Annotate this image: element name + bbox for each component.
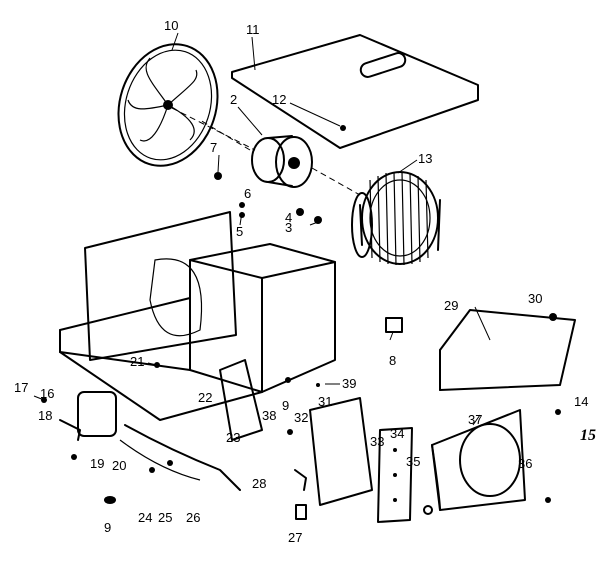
callout-36: 36	[518, 456, 532, 471]
callout-9-lower: 9	[104, 520, 111, 535]
wiring-harness	[119, 424, 241, 491]
callout-30: 30	[528, 291, 542, 306]
callout-15: 15	[580, 427, 596, 444]
callout-3: 3	[285, 220, 292, 235]
callout-13: 13	[418, 151, 432, 166]
callout-2: 2	[230, 92, 237, 107]
callout-12: 12	[272, 92, 286, 107]
callout-21: 21	[130, 354, 144, 369]
callout-23: 23	[226, 430, 240, 445]
capacitor	[59, 391, 117, 441]
leader-lines	[33, 32, 491, 426]
callout-11: 11	[246, 22, 260, 37]
callout-18: 18	[38, 408, 52, 423]
blower-wheel	[351, 171, 441, 266]
top-cover	[231, 34, 479, 149]
callout-20: 20	[112, 458, 126, 473]
callout-9-upper: 9	[282, 398, 289, 413]
callout-25: 25	[158, 510, 172, 525]
small-parts	[41, 125, 561, 520]
callout-19: 19	[90, 456, 104, 471]
callout-10: 10	[164, 18, 178, 33]
callout-34: 34	[390, 426, 404, 441]
callout-7: 7	[210, 140, 217, 155]
bracket-plates	[309, 397, 413, 523]
callout-17: 17	[14, 380, 28, 395]
motor	[199, 119, 361, 196]
callout-37: 37	[468, 412, 482, 427]
callout-14: 14	[574, 394, 588, 409]
callout-33: 33	[370, 434, 384, 449]
callout-26: 26	[186, 510, 200, 525]
callout-35: 35	[406, 454, 420, 469]
callout-24: 24	[138, 510, 152, 525]
callout-38: 38	[262, 408, 276, 423]
callout-31: 31	[318, 394, 332, 409]
callout-27: 27	[288, 530, 302, 545]
callout-labels: 10 11 2 12 7 13 6 5 4 3 29 30 8 21 39 17…	[14, 18, 596, 545]
callout-32: 32	[294, 410, 308, 425]
fan-blade	[117, 43, 256, 167]
callout-22: 22	[198, 390, 212, 405]
callout-6: 6	[244, 186, 251, 201]
right-duct	[431, 309, 576, 511]
callout-39: 39	[342, 376, 356, 391]
callout-16: 16	[40, 386, 54, 401]
callout-28: 28	[252, 476, 266, 491]
main-housing	[59, 211, 336, 441]
callout-29: 29	[444, 298, 458, 313]
callout-8: 8	[389, 353, 396, 368]
callout-4: 4	[285, 210, 292, 225]
callout-5: 5	[236, 224, 243, 239]
